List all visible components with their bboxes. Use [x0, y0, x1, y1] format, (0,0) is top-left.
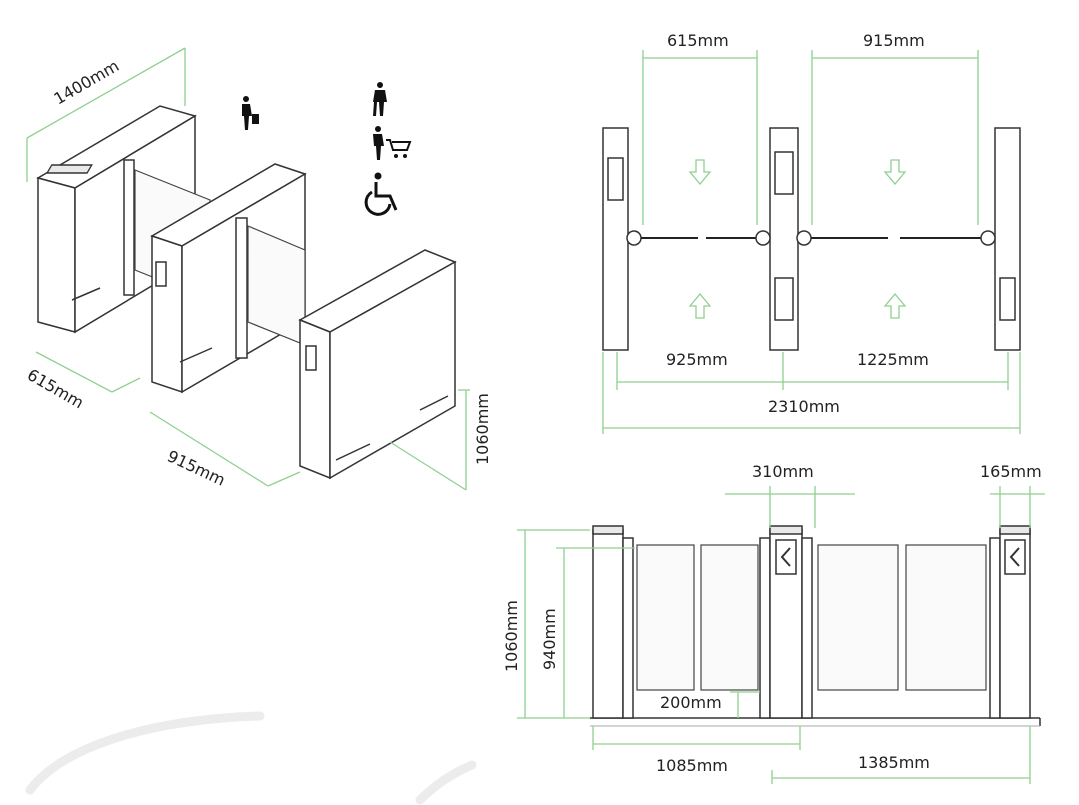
iso-lane-small-label: 615mm — [24, 365, 87, 412]
front-view: 310mm 165mm 1060mm 940mm 200mm 1085mm 13… — [502, 462, 1045, 784]
front-cabinet-width-label: 310mm — [752, 462, 814, 481]
iso-length-label: 1400mm — [51, 56, 123, 108]
front-end-width-label: 165mm — [980, 462, 1042, 481]
arrow-down-icon — [883, 159, 907, 186]
top-total-label: 2310mm — [768, 397, 840, 416]
shopping-cart-icon — [373, 126, 412, 160]
front-cabinet-left — [592, 529, 624, 719]
pedestrian-luggage-icon — [242, 96, 259, 130]
front-glass-height-label: 940mm — [540, 608, 559, 670]
arrow-up-icon — [883, 292, 907, 319]
iso-height-label: 1060mm — [473, 393, 492, 465]
top-gap-large-label: 915mm — [863, 31, 925, 50]
top-pitch-large-label: 1225mm — [857, 350, 929, 369]
arrow-down-icon — [688, 159, 712, 186]
pedestrian-icon — [373, 82, 387, 116]
front-glass-bottom-label: 200mm — [660, 693, 722, 712]
background-swoosh — [25, 711, 477, 805]
top-gap-small-label: 615mm — [667, 31, 729, 50]
top-pitch-small-label: 925mm — [666, 350, 728, 369]
chevron-left-icon — [1009, 547, 1020, 567]
front-span-large-label: 1385mm — [858, 753, 930, 772]
arrow-up-icon — [688, 292, 712, 319]
isometric-view: 1400mm 615mm 915mm 1060mm — [24, 47, 492, 491]
wheelchair-icon — [364, 172, 398, 216]
chevron-left-icon — [780, 547, 791, 567]
front-span-small-label: 1085mm — [656, 756, 728, 775]
iso-cabinet-3 — [298, 249, 457, 480]
front-height-label: 1060mm — [502, 600, 521, 672]
top-view: 615mm 915mm 925mm 1225mm 2310mm — [602, 31, 1021, 434]
iso-lane-large-label: 915mm — [164, 446, 228, 489]
